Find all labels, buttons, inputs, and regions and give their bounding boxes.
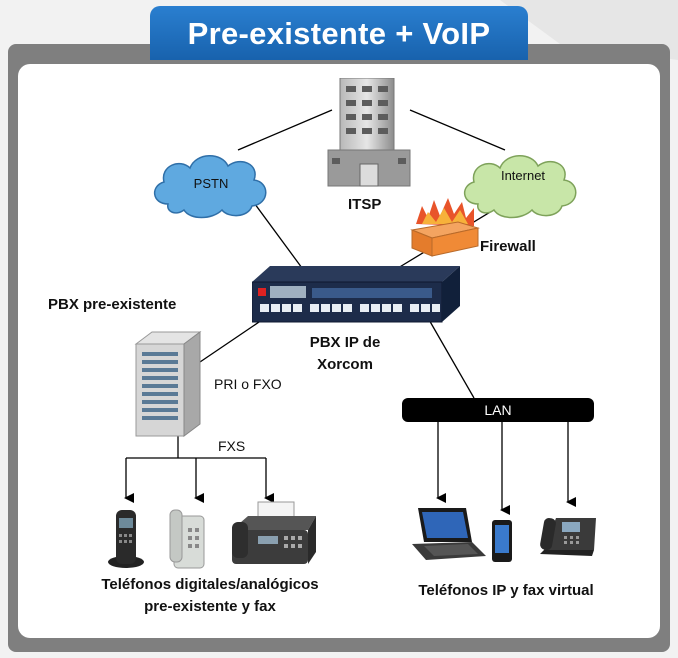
ip-desk-phone-icon [540,517,596,556]
lan-bar: LAN [402,398,594,422]
pbx-ip-label-line2: Xorcom [317,356,373,373]
analog-phone-icon [169,509,205,569]
fax-machine-icon [232,501,316,564]
smartphone-icon [492,520,512,562]
link-itsp-internet [409,109,506,151]
link-pbxip-pbx-existing [199,319,263,363]
cordless-phone-icon [108,510,144,568]
cloud-icon [154,155,267,219]
link-pbxip-lan [427,317,475,399]
firewall-label: Firewall [480,238,536,255]
link-pstn-pbxip [251,199,303,269]
firewall-icon [410,198,480,257]
laptop-icon [412,508,486,560]
pstn-label: PSTN [193,176,229,191]
diagram-title: Pre-existente + VoIP [150,6,528,60]
pbx-ip-label-line1: PBX IP de [309,334,381,351]
legacy-caption-line2: pre-existente y fax [144,598,276,615]
pri-fxo-label: PRI o FXO [214,376,282,392]
legacy-caption-line1: Teléfonos digitales/analógicos [101,576,319,593]
cloud-icon-internet [464,155,577,219]
ip-caption: Teléfonos IP y fax virtual [418,582,594,599]
link-pstn-itsp [237,109,333,151]
tower-server-icon [134,331,202,437]
pbx-existing-label: PBX pre-existente [48,296,177,313]
pbx-appliance-icon [252,266,460,323]
server-building-icon [327,78,411,187]
itsp-label: ITSP [348,196,382,213]
internet-label: Internet [500,168,546,183]
fxs-label: FXS [218,438,246,454]
